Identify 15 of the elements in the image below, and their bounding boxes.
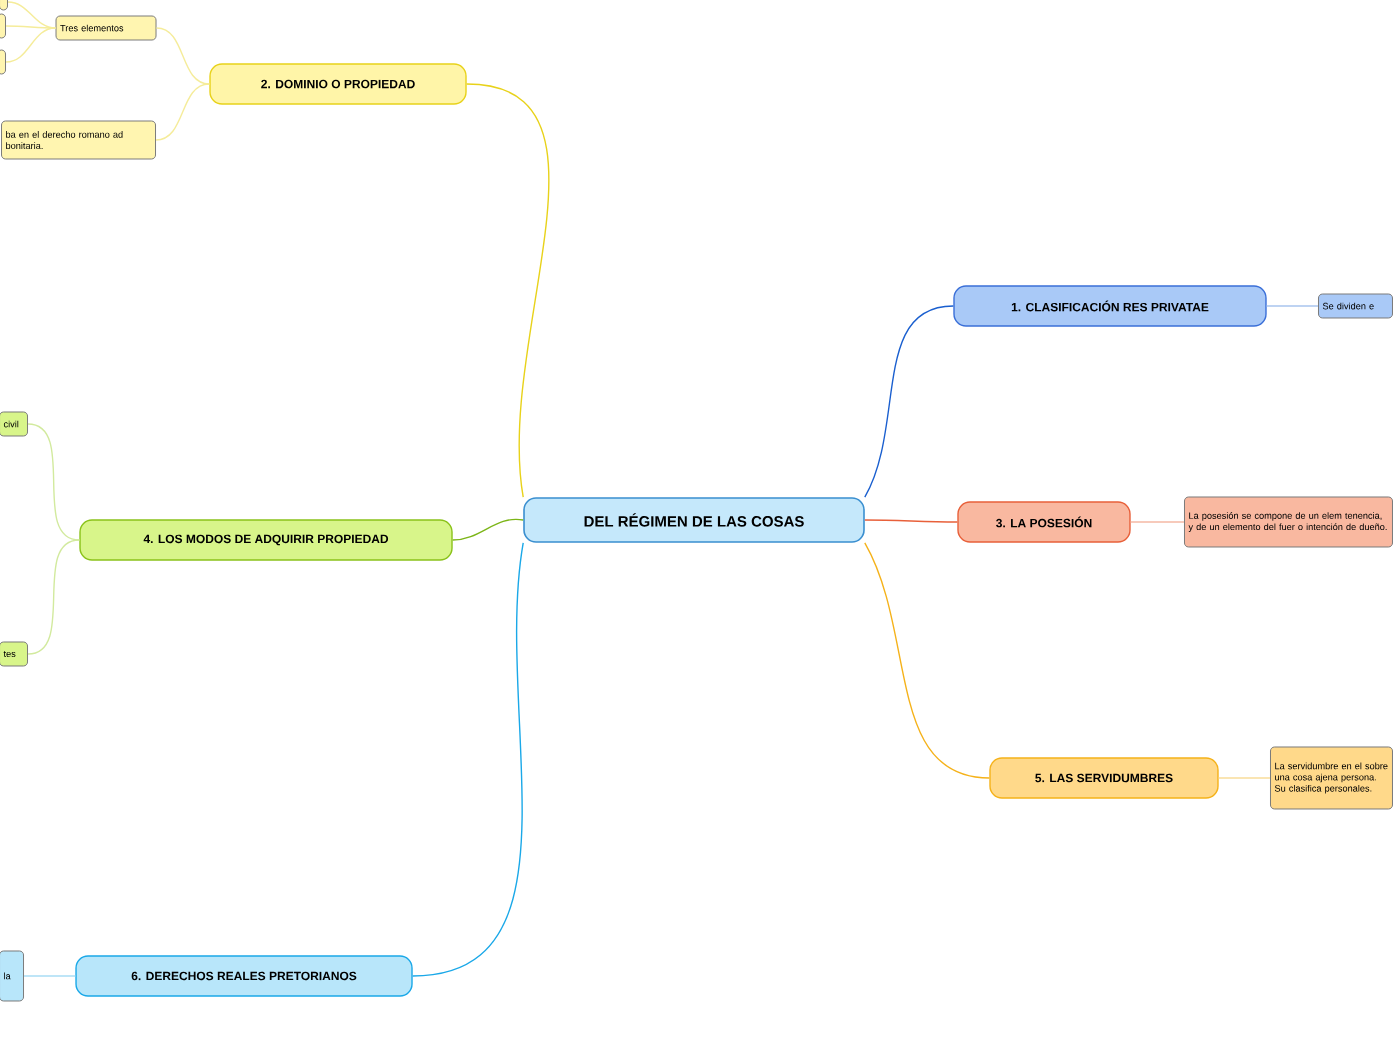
connector-line [466,83,550,498]
connector-line [23,975,76,977]
connector-line [5,27,57,63]
connector-line [864,519,958,523]
connector-line [1130,521,1185,523]
connector-line [155,83,210,141]
connector-line [1218,777,1271,779]
connector-line [1266,305,1319,307]
connector-line [5,25,57,29]
connector-line [864,305,954,498]
connector-line [155,27,210,85]
empty-note-box [0,49,6,75]
connector-line [452,518,524,541]
connector-line [412,542,524,977]
connector-line [864,542,990,779]
